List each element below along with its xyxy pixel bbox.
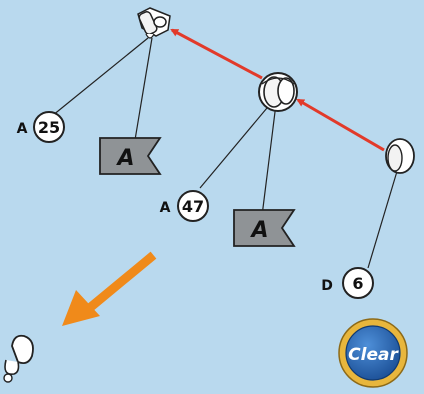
flag-right[interactable]: A <box>233 209 296 247</box>
node-d6[interactable]: D 6 <box>321 267 374 299</box>
node-tag: D <box>321 278 333 294</box>
flag-letter: A <box>249 218 268 243</box>
node-a25[interactable]: A 25 <box>17 111 65 143</box>
wall-pulley-icon[interactable] <box>137 7 171 39</box>
node-a47[interactable]: A 47 <box>160 190 209 222</box>
node-value: 6 <box>352 274 363 293</box>
anchor-pulley-icon[interactable] <box>3 334 34 383</box>
flag-letter: A <box>115 146 134 171</box>
node-value: 47 <box>182 197 204 216</box>
pulley-icon[interactable] <box>385 138 415 174</box>
flag-left[interactable]: A <box>99 137 162 175</box>
node-tag: A <box>160 200 171 216</box>
clear-button[interactable]: Clear <box>338 318 408 388</box>
clear-button-label: Clear <box>348 345 399 365</box>
rope-lines <box>46 37 399 269</box>
link-arrows <box>170 28 385 152</box>
arrow-down-left-icon[interactable] <box>62 251 157 326</box>
node-value: 25 <box>38 118 60 137</box>
link-middle-to-top[interactable] <box>170 28 263 80</box>
link-d-to-middle[interactable] <box>296 98 385 152</box>
double-pulley-icon[interactable] <box>258 72 298 112</box>
node-tag: A <box>17 121 28 137</box>
